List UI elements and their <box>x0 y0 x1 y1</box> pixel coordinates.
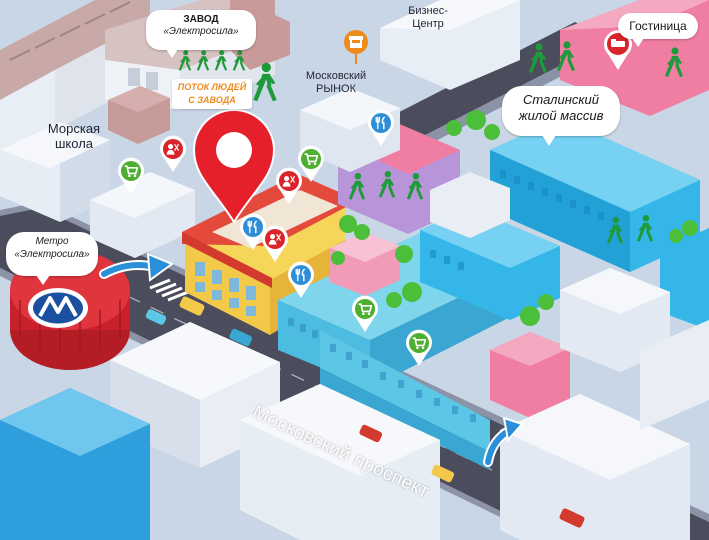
business-line1: Бизнес- <box>408 5 448 17</box>
fork-knife-icon <box>240 109 394 298</box>
map-pin-icon[interactable] <box>192 109 276 224</box>
people-flow-line1: ПОТОК ЛЮДЕЙ <box>177 82 247 92</box>
cars <box>145 296 585 528</box>
market-line2: РЫНОК <box>316 82 356 95</box>
crosswalk <box>149 278 189 302</box>
shopping-cart-icon <box>118 145 432 366</box>
office-buildings <box>300 0 670 372</box>
residential-line1: Сталинский <box>523 92 599 107</box>
naval-school-line2: школа <box>54 135 94 151</box>
people-flow-callout: ПОТОК ЛЮДЕЙ С ЗАВОДА <box>168 74 280 114</box>
metro-line2: «Электросила» <box>14 248 90 260</box>
beauty-salon-icon <box>160 135 302 262</box>
people-flow-text: ПОТОК ЛЮДЕЙ С ЗАВОДА <box>172 79 252 110</box>
hotel-callout: Гостиница <box>618 13 698 47</box>
residential-line2: жилой массив <box>518 107 604 123</box>
trees <box>331 110 698 326</box>
people-flow-line2: С ЗАВОДА <box>188 95 236 106</box>
foreground-buildings <box>0 320 709 540</box>
metro-line1: Метро <box>35 236 69 247</box>
hotel-label: Гостиница <box>629 19 687 33</box>
metro-logo-icon <box>28 288 88 328</box>
metro-arrow-icon <box>99 252 175 282</box>
left-buildings <box>0 86 195 258</box>
market-stall-icon <box>344 30 368 64</box>
factory-title: ЗАВОД <box>183 14 219 25</box>
business-center-label: Бизнес- Центр <box>396 5 460 30</box>
pink-building <box>330 232 570 418</box>
entrance-arrow-icon <box>483 416 524 467</box>
naval-school-line1: Морская <box>47 121 101 136</box>
business-line2: Центр <box>412 17 444 30</box>
metro-callout: Метро «Электросила» <box>6 232 98 285</box>
market-label: Московский РЫНОК <box>294 70 378 95</box>
market-line1: Московский <box>305 70 367 82</box>
hotel-bed-icon <box>604 30 632 71</box>
factory-name: «Электросила» <box>163 26 239 37</box>
naval-school-label: Морская школа <box>34 121 114 152</box>
residential-callout: Сталинский жилой массив <box>502 86 620 146</box>
factory-callout: ЗАВОД «Электросила» <box>146 10 256 58</box>
